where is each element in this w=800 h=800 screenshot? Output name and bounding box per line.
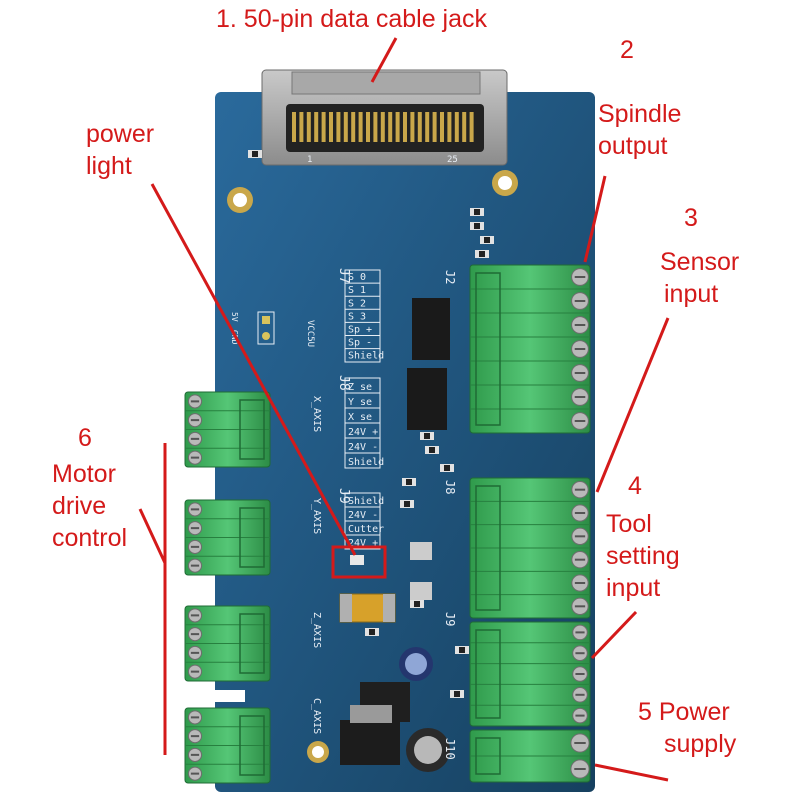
five-volt-label: 5V [230, 312, 239, 322]
power-led [350, 555, 364, 565]
label-setting: setting [606, 542, 680, 570]
terminal-block-x-axis [184, 391, 271, 468]
axis-label: X_AXIS [311, 396, 322, 432]
pin-label: 25 [447, 155, 458, 165]
terminal-block-tool [469, 621, 591, 727]
silk-row-label: S 3 [348, 311, 366, 322]
axis-label: C_AXIS [311, 698, 322, 734]
terminal-block-sensor [469, 477, 591, 619]
silk-row-label: Shield [348, 496, 384, 507]
silk-row-label: Shield [348, 351, 384, 362]
terminal-block-spindle [469, 264, 591, 434]
label-spindle: Spindle [598, 100, 681, 128]
vcc-label: VCC5U [305, 320, 315, 347]
j7-silkscreen: J7 S 0 S 1 S 2 S 3 Sp + Sp - Shield [336, 268, 384, 363]
fifty-pin-connector: 1 25 [261, 69, 508, 166]
pin-label: 1 [307, 155, 312, 165]
silk-row-label: 24V + [348, 427, 378, 438]
designator-label: J8 [336, 375, 351, 391]
silk-row-label: Sp - [348, 338, 372, 349]
designator-label: J9 [443, 612, 457, 626]
label-4-number: 4 [628, 472, 642, 500]
label-motor: Motor [52, 460, 116, 488]
silk-row-label: X se [348, 412, 372, 423]
silk-row-label: Z se [348, 382, 372, 393]
designator-label: J9 [336, 488, 351, 504]
label-3-number: 3 [684, 204, 698, 232]
j8-silkscreen: J8 Z se Y se X se 24V + 24V - Shield [336, 375, 384, 469]
label-2-number: 2 [620, 36, 634, 64]
silk-row-label: 24V - [348, 510, 378, 521]
designator-label: J8 [443, 480, 457, 494]
smd-components [248, 150, 494, 698]
label-control: control [52, 524, 127, 552]
silk-row-label: Cutter [348, 524, 384, 535]
label-input: input [664, 280, 718, 308]
label-output: output [598, 132, 668, 160]
silk-row-label: Sp + [348, 325, 372, 336]
terminal-block-z-axis [184, 605, 271, 682]
j9-silkscreen: J9 Shield 24V - Cutter 24V + [336, 488, 384, 550]
annotation-lines [138, 37, 670, 782]
terminal-block-c-axis [184, 707, 271, 784]
label-power: power [86, 120, 154, 148]
silk-row-label: 24V + [348, 538, 378, 549]
silk-row-label: Shield [348, 457, 384, 468]
axis-label: Z_AXIS [311, 612, 322, 648]
label-6-number: 6 [78, 424, 92, 452]
silk-row-label: S 2 [348, 298, 366, 309]
label-power-5: 5 Power [638, 698, 730, 726]
right-terminal-blocks [469, 264, 591, 783]
terminal-block-power [469, 729, 591, 783]
voltage-regulator [340, 720, 400, 765]
designator-label: J10 [443, 738, 457, 760]
label-cable-jack: 1. 50-pin data cable jack [216, 5, 488, 33]
terminal-block-y-axis [184, 499, 271, 576]
label-drive: drive [52, 492, 106, 520]
label-supply: supply [664, 730, 737, 758]
motor-terminal-blocks [184, 391, 271, 784]
designator-label: J2 [443, 270, 457, 284]
mounting-holes [227, 170, 518, 763]
silk-row-label: Y se [348, 397, 372, 408]
label-light: light [86, 152, 132, 180]
label-sensor: Sensor [660, 248, 739, 276]
silk-row-label: 24V - [348, 442, 378, 453]
label-tool: Tool [606, 510, 652, 538]
designator-label: J7 [336, 268, 351, 284]
label-input-2: input [606, 574, 660, 602]
electrolytic-capacitors [399, 647, 450, 772]
silk-row-label: S 0 [348, 272, 366, 283]
power-light-highlight [331, 545, 387, 579]
silk-row-label: S 1 [348, 285, 366, 296]
axis-label: Y_AXIS [311, 498, 322, 534]
